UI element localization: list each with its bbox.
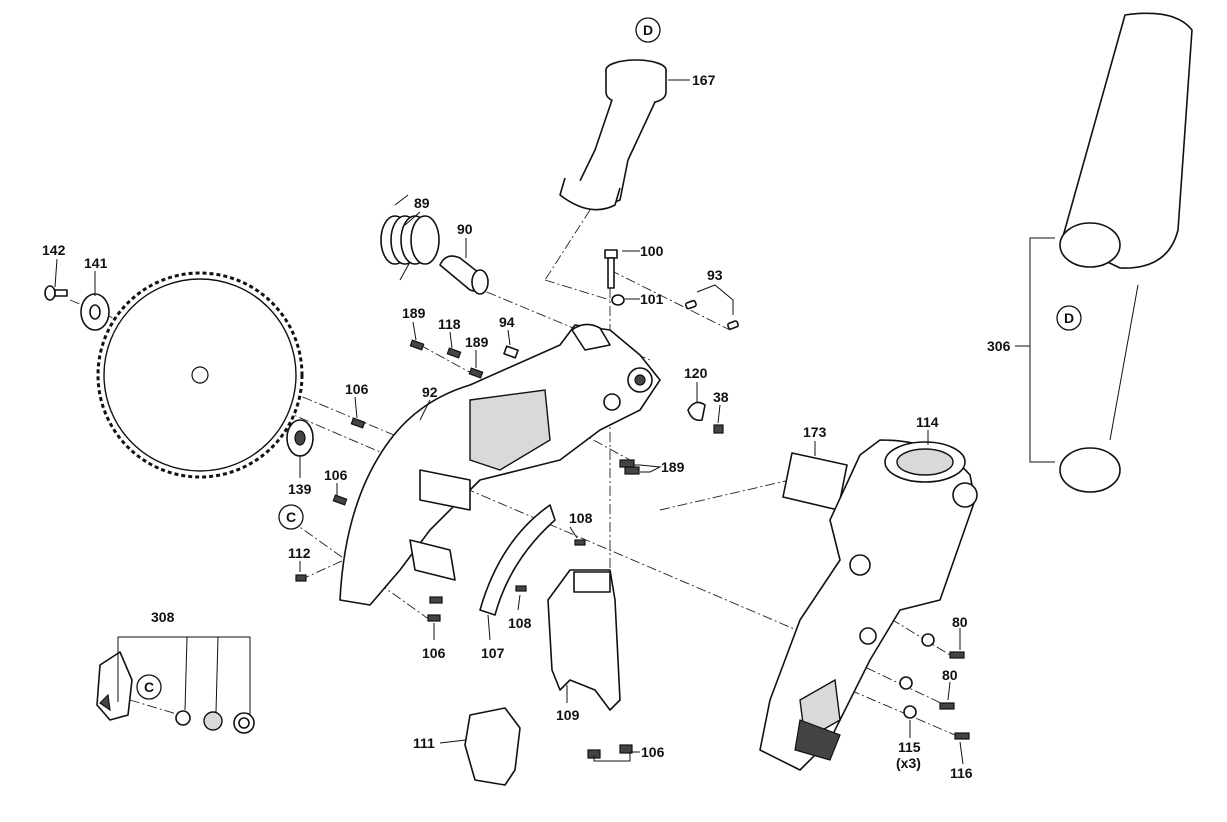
outer-flange <box>80 293 110 331</box>
callout-115-qty: (x3) <box>896 755 921 771</box>
callout-306: 306 <box>987 338 1011 354</box>
nut-101 <box>611 294 625 306</box>
guard-rail <box>479 504 556 616</box>
svg-text:D: D <box>643 22 653 38</box>
leader-lines <box>54 79 1055 765</box>
callout-173: 173 <box>803 424 827 440</box>
callout-100: 100 <box>640 243 664 259</box>
callout-115: 115 <box>898 739 921 755</box>
pins-93 <box>684 299 739 330</box>
pivot-bushing <box>439 255 489 295</box>
callout-109: 109 <box>556 707 580 723</box>
svg-text:C: C <box>144 679 154 695</box>
callout-106-a: 106 <box>345 381 369 397</box>
callout-94: 94 <box>499 314 515 330</box>
callout-106-b: 106 <box>324 467 348 483</box>
callout-106-d: 106 <box>641 744 665 760</box>
motor-housing <box>759 439 978 771</box>
callout-38: 38 <box>713 389 729 405</box>
fence-bracket <box>547 569 621 711</box>
callout-90: 90 <box>457 221 473 237</box>
callout-111: 111 <box>413 735 435 751</box>
callout-189-b: 189 <box>465 334 489 350</box>
inner-washer <box>286 419 314 457</box>
clip-120 <box>687 401 706 422</box>
callout-139: 139 <box>288 481 312 497</box>
bolt-100 <box>604 249 618 289</box>
shield-111 <box>464 707 521 786</box>
callout-112: 112 <box>288 545 311 561</box>
callout-108-a: 108 <box>569 510 593 526</box>
callout-80-a: 80 <box>952 614 968 630</box>
marker-d-right: D <box>1056 305 1082 331</box>
callout-93: 93 <box>707 267 723 283</box>
callout-labels: 167 89 90 100 101 93 142 141 189 118 94 … <box>42 72 1011 781</box>
callout-108-b: 108 <box>508 615 532 631</box>
arbor-bolt <box>44 285 68 301</box>
marker-d-top: D <box>635 17 661 43</box>
callout-106-c: 106 <box>422 645 446 661</box>
motor-fasteners <box>899 633 970 740</box>
small-screws <box>295 339 724 759</box>
callout-141: 141 <box>84 255 108 271</box>
callout-308: 308 <box>151 609 175 625</box>
callout-101: 101 <box>640 291 664 307</box>
callout-80-b: 80 <box>942 667 958 683</box>
dust-elbow <box>559 59 667 211</box>
marker-c-mid: C <box>278 504 304 530</box>
callout-114: 114 <box>916 414 939 430</box>
label-173 <box>782 452 848 511</box>
callout-118: 118 <box>438 316 461 332</box>
callout-92: 92 <box>422 384 438 400</box>
callout-89: 89 <box>414 195 430 211</box>
saw-blade <box>96 271 304 479</box>
callout-107: 107 <box>481 645 505 661</box>
callout-189-c: 189 <box>661 459 685 475</box>
callout-189-a: 189 <box>402 305 426 321</box>
upper-guard-arm <box>339 323 661 606</box>
callout-167: 167 <box>692 72 716 88</box>
marker-c-kit: C <box>136 674 162 700</box>
callout-120: 120 <box>684 365 708 381</box>
torsion-spring <box>380 194 440 281</box>
svg-text:C: C <box>286 509 296 525</box>
switch-kit <box>96 651 255 734</box>
dust-bag <box>1059 12 1193 493</box>
callout-142: 142 <box>42 242 66 258</box>
svg-text:D: D <box>1064 310 1074 326</box>
callout-116: 116 <box>950 765 973 781</box>
